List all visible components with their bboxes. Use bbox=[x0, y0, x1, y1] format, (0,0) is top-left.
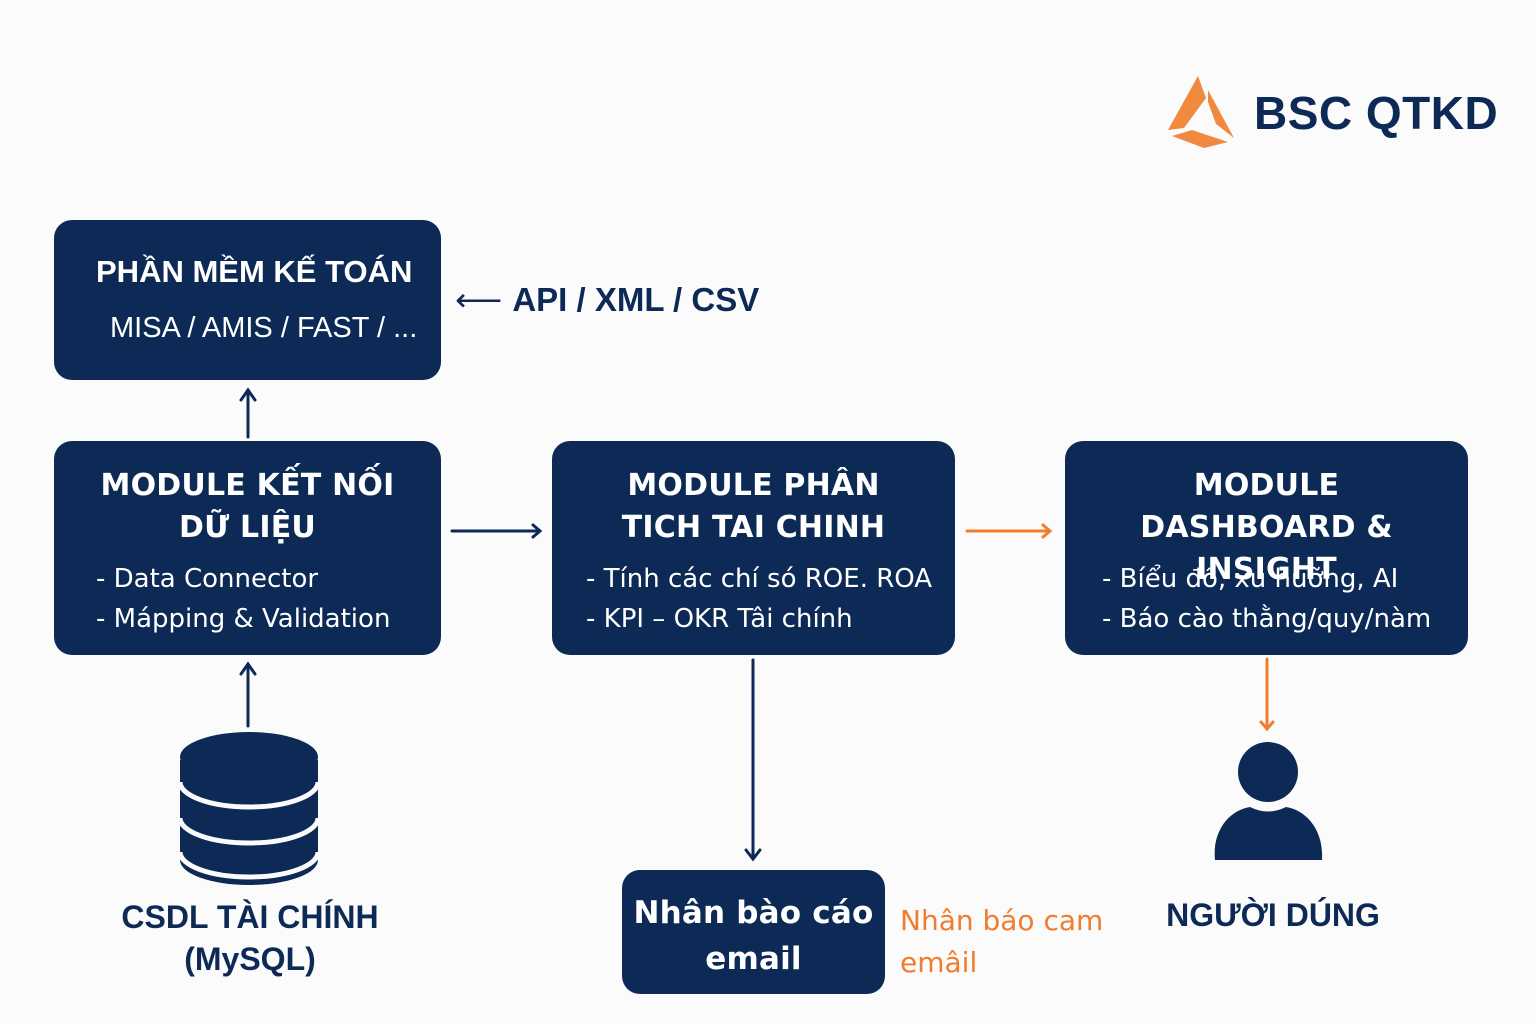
user-label: NGƯỜI DÚNG bbox=[1166, 897, 1380, 933]
module-dashboard-insight-box: MODULE DASHBOARD & INSIGHT - Bíểu đồ́, x… bbox=[1065, 441, 1468, 655]
email-note-line2: emâil bbox=[900, 946, 978, 979]
module-item: - Mápping & Validation bbox=[96, 604, 391, 634]
database-label-line1: CSDL TÀI CHÍNH bbox=[121, 899, 379, 935]
module-title-line1: MODULE bbox=[1193, 468, 1340, 503]
module-item: - Báo cào thằng/quy/nàm bbox=[1102, 604, 1432, 634]
module-title-line2: TICH TAI CHINH bbox=[621, 510, 886, 545]
arrow-down-icon bbox=[744, 658, 762, 862]
arrow-up-icon bbox=[239, 661, 257, 728]
accounting-software-products: MISA / AMIS / FAST / ... bbox=[110, 312, 418, 344]
email-note-line1: Nhân báo cam bbox=[900, 904, 1104, 937]
module-item: - Bíểu đồ́, xu huỡng, AI bbox=[1102, 564, 1399, 594]
brand-name: BSC QTKD bbox=[1254, 86, 1499, 139]
arrow-down-icon bbox=[1259, 657, 1275, 732]
module-item: - Data Connector bbox=[96, 564, 319, 594]
module-title-line1: MODULE KẾT NỐI bbox=[100, 468, 395, 503]
database-label-line2: (MySQL) bbox=[184, 941, 316, 977]
user-icon bbox=[1214, 742, 1323, 860]
module-item: - Tính các chí só ROE. ROA bbox=[586, 564, 933, 594]
module-data-connection-box: MODULE KẾT NỐI DỮ LIỆU - Data Connector … bbox=[54, 441, 441, 655]
email-report-box: Nhân bào cáo email bbox=[622, 870, 885, 994]
email-box-line2: email bbox=[705, 941, 802, 977]
triangle-swirl-logo-icon bbox=[1164, 72, 1240, 153]
accounting-software-title: PHẦN MỀM KẾ TOÁN bbox=[96, 254, 413, 289]
database-icon bbox=[177, 732, 321, 885]
module-title-line1: MODULE PHÂN bbox=[627, 468, 880, 503]
module-item: - KPI – OKR Tâi chính bbox=[586, 604, 853, 634]
integration-formats-label: ⟵API / XML / CSV bbox=[455, 280, 759, 319]
arrow-right-icon bbox=[965, 523, 1053, 539]
accounting-software-box: PHẦN MỀM KẾ TOÁN MISA / AMIS / FAST / ..… bbox=[54, 220, 441, 380]
integration-formats-text: API / XML / CSV bbox=[512, 281, 760, 318]
module-title-line2: DASHBOARD & INSIGHT bbox=[1140, 510, 1393, 587]
module-financial-analysis-box: MODULE PHÂN TICH TAI CHINH - Tính các ch… bbox=[552, 441, 955, 655]
arrow-right-icon bbox=[450, 523, 543, 539]
database-label: CSDL TÀI CHÍNH (MySQL) bbox=[100, 896, 400, 980]
arrow-left-icon: ⟵ bbox=[455, 281, 503, 318]
email-box-line1: Nhân bào cáo bbox=[633, 895, 874, 931]
email-note: Nhân báo cam emâil bbox=[900, 900, 1103, 984]
module-title-line2: DỮ LIỆU bbox=[179, 510, 316, 545]
arrow-up-icon bbox=[239, 387, 257, 439]
brand-logo: BSC QTKD bbox=[1164, 72, 1498, 153]
